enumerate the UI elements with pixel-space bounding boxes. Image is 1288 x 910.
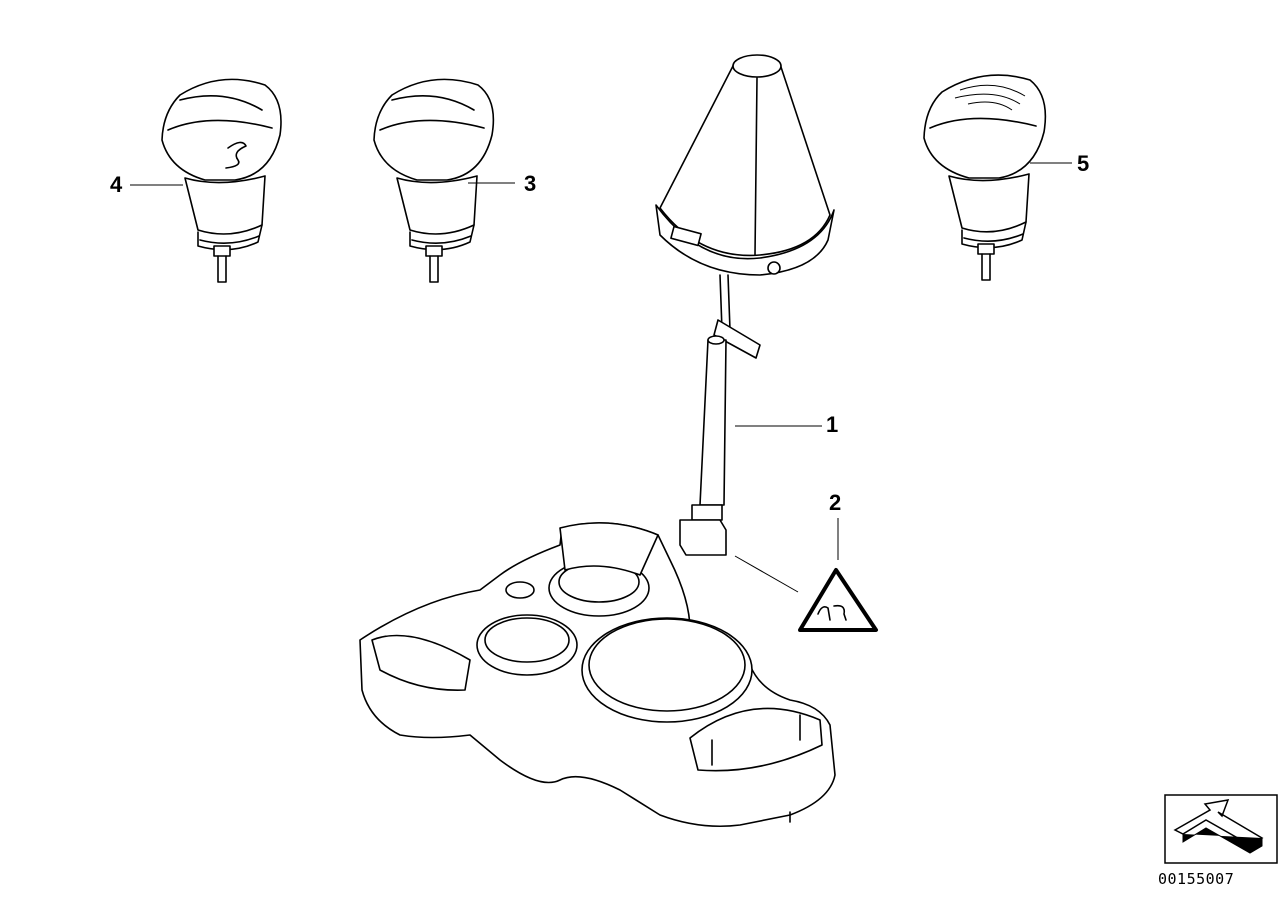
gear-knob-s-icon [161, 78, 282, 283]
leader-lines [130, 162, 1072, 186]
callout-part-1: 1 [826, 412, 839, 437]
callout-part-5: 5 [1077, 151, 1090, 176]
orientation-arrow-icon [1164, 794, 1278, 864]
gear-knob-wood-icon [923, 74, 1047, 281]
center-console-icon [359, 522, 836, 828]
callout-part-2: 2 [829, 490, 842, 515]
shift-boot-icon [655, 54, 835, 556]
warning-label-icon [734, 518, 878, 632]
callout-part-4: 4 [110, 172, 123, 197]
gear-knob-icon [373, 78, 495, 283]
drawing-number: 00155007 [1158, 870, 1235, 888]
callout-part-3: 3 [524, 171, 537, 196]
